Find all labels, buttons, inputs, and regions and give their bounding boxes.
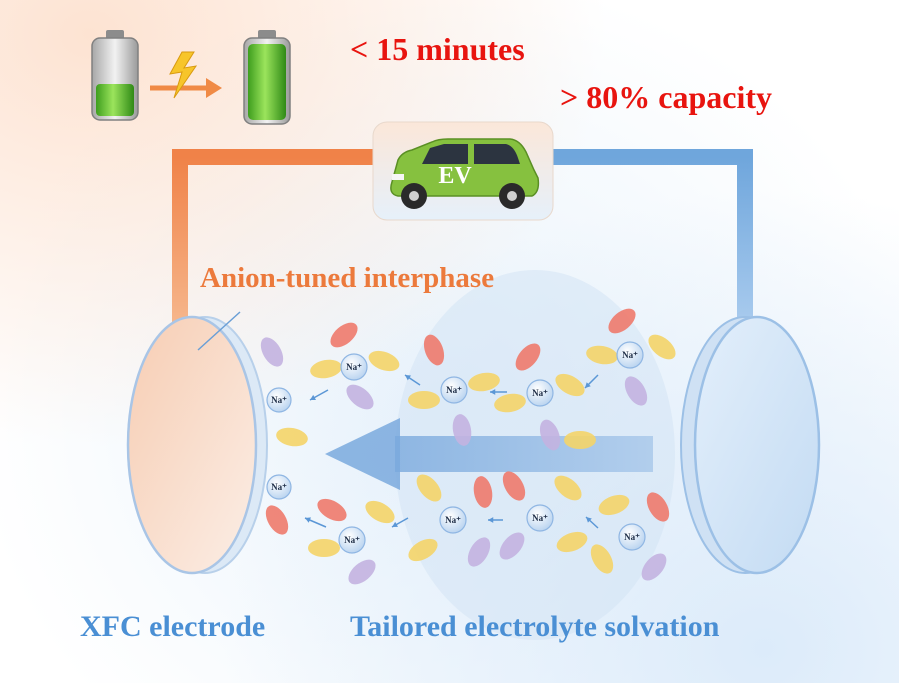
anion-particle (555, 373, 585, 397)
small-arrow-head (305, 517, 311, 523)
capacity-text: > 80% capacity (560, 79, 772, 115)
small-arrow-head (586, 517, 592, 523)
small-arrow-head (585, 382, 591, 388)
xfc-electrode-disk (126, 315, 268, 575)
anion-particle (468, 372, 500, 392)
sodium-ion: Na⁺ (526, 504, 554, 532)
anion-particle (260, 337, 284, 367)
ev-car-icon (390, 138, 540, 209)
interphase-pointer-line (197, 311, 241, 351)
anion-particle (330, 322, 358, 348)
small-arrow-head (488, 517, 494, 523)
anion-particle (499, 532, 525, 560)
anion-particle (502, 471, 526, 501)
small-arrow-head (310, 394, 316, 400)
sodium-ion-label: Na⁺ (532, 388, 548, 398)
anion-particle (556, 531, 588, 553)
anion-particle (590, 544, 614, 574)
charge-time-text: < 15 minutes (350, 31, 525, 67)
anion-particle (467, 537, 491, 567)
sodium-ion: Na⁺ (439, 506, 467, 534)
anion-particle (515, 343, 541, 371)
anion-particle (368, 350, 400, 372)
sodium-ion-label: Na⁺ (445, 515, 461, 525)
anion-particle (648, 334, 676, 360)
sodium-ion-label: Na⁺ (346, 362, 362, 372)
anion-particle (473, 476, 493, 508)
full-battery-icon (243, 30, 291, 125)
interphase-label: Anion-tuned interphase (200, 262, 494, 294)
anion-particle (408, 538, 438, 562)
anion-particle (265, 505, 289, 535)
anion-particle (598, 494, 630, 516)
small-arrow-head (405, 375, 411, 381)
sodium-ion: Na⁺ (340, 353, 368, 381)
sodium-ion: Na⁺ (616, 341, 644, 369)
low-battery-icon (91, 30, 139, 121)
sodium-ion-label: Na⁺ (624, 532, 640, 542)
anion-particle (346, 384, 374, 410)
anion-particle (641, 553, 667, 581)
anion-particle (348, 559, 376, 585)
sodium-ion-label: Na⁺ (271, 482, 287, 492)
anion-particle (408, 391, 440, 409)
anion-particle (624, 376, 648, 406)
anion-particle (608, 308, 636, 334)
anion-particle (554, 475, 582, 501)
anion-particle (310, 359, 342, 379)
counter-electrode-disk (680, 315, 821, 575)
anion-particle (494, 393, 526, 413)
sodium-ion-label: Na⁺ (532, 513, 548, 523)
left-wire (172, 149, 375, 330)
sodium-ion-label: Na⁺ (446, 385, 462, 395)
anion-particle (276, 427, 308, 447)
ion-flow-arrow (325, 418, 653, 490)
small-arrow-head (490, 389, 496, 395)
anion-particle (423, 334, 445, 366)
anion-particle (317, 498, 347, 522)
electrolyte-particles: Na⁺ Na⁺ Na⁺ Na⁺ Na⁺ Na⁺ Na⁺ Na⁺ Na⁺ Na⁺ (260, 308, 676, 585)
xfc-electrode-label: XFC electrode (80, 610, 265, 643)
anion-particle (308, 539, 340, 557)
sodium-ion: Na⁺ (266, 474, 292, 500)
sodium-ion: Na⁺ (266, 387, 292, 413)
battery-charging-graphic (91, 30, 291, 125)
anion-particle (564, 431, 596, 449)
ev-car-panel: EV (372, 121, 554, 221)
sodium-ion: Na⁺ (440, 376, 468, 404)
right-wire (548, 149, 753, 325)
sodium-ion: Na⁺ (526, 379, 554, 407)
anion-particle (416, 474, 442, 502)
anion-particle (452, 414, 472, 446)
circuit-wires (172, 149, 753, 330)
anion-particle (586, 345, 618, 365)
lightning-arrow-icon (150, 51, 222, 99)
anion-particle (365, 500, 395, 524)
solvation-label: Tailored electrolyte solvation (350, 610, 720, 643)
anion-particle (539, 419, 561, 451)
anion-particle (646, 492, 670, 522)
ev-badge-text: EV (438, 163, 472, 189)
sodium-ion-label: Na⁺ (271, 395, 287, 405)
sodium-ion: Na⁺ (338, 526, 366, 554)
small-arrow-head (392, 521, 398, 527)
sodium-ion-label: Na⁺ (622, 350, 638, 360)
sodium-ion: Na⁺ (618, 523, 646, 551)
sodium-ion-label: Na⁺ (344, 535, 360, 545)
